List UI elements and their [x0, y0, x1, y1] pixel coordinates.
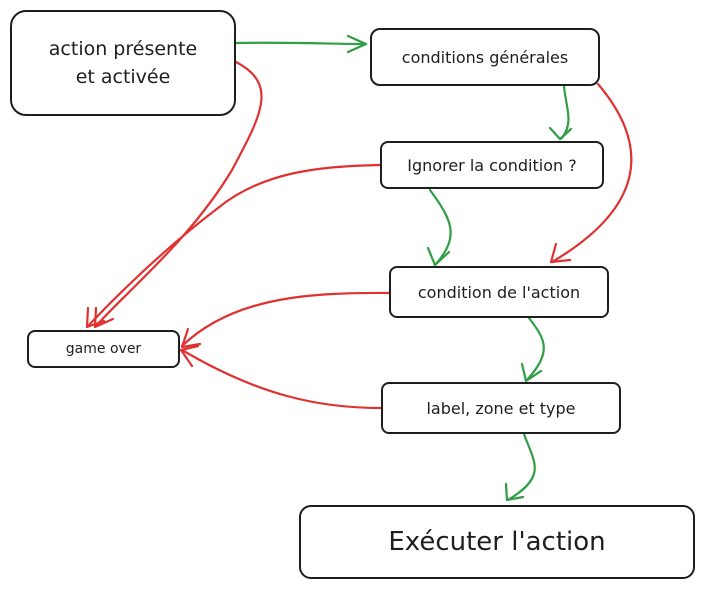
edge-action-to-game-over: [93, 60, 263, 329]
node-action-presente[interactable]: action présente et activée: [10, 10, 236, 116]
edge-conditions-to-ignore: [548, 84, 573, 141]
node-action-line2: et activée: [75, 66, 171, 88]
edge-condition-action-to-game-over: [180, 291, 391, 349]
edge-condition-action-to-label: [520, 316, 545, 383]
edge-label-to-game-over: [179, 344, 383, 410]
node-conditions-generales-label: conditions générales: [401, 47, 569, 67]
node-executer-action-label: Exécuter l'action: [388, 527, 606, 557]
node-label-zone-type[interactable]: label, zone et type: [381, 382, 621, 434]
edge-ignore-to-condition-action: [426, 188, 452, 267]
node-game-over-label: game over: [65, 341, 142, 357]
node-game-over[interactable]: game over: [27, 330, 180, 368]
edge-conditions-to-condition-action: [549, 82, 633, 264]
node-ignorer-condition[interactable]: Ignorer la condition ?: [380, 141, 604, 189]
node-condition-action-label: condition de l'action: [417, 282, 581, 302]
edge-action-to-conditions: [234, 34, 368, 54]
edge-label-to-execute: [504, 432, 536, 502]
node-conditions-generales[interactable]: conditions générales: [370, 28, 600, 86]
edge-ignore-to-game-over: [85, 163, 382, 329]
node-ignorer-condition-label: Ignorer la condition ?: [407, 155, 577, 175]
node-executer-action[interactable]: Exécuter l'action: [299, 505, 695, 579]
node-label-zone-type-label: label, zone et type: [426, 398, 576, 418]
node-condition-action[interactable]: condition de l'action: [389, 266, 609, 318]
node-action-line1: action présente: [48, 38, 198, 60]
